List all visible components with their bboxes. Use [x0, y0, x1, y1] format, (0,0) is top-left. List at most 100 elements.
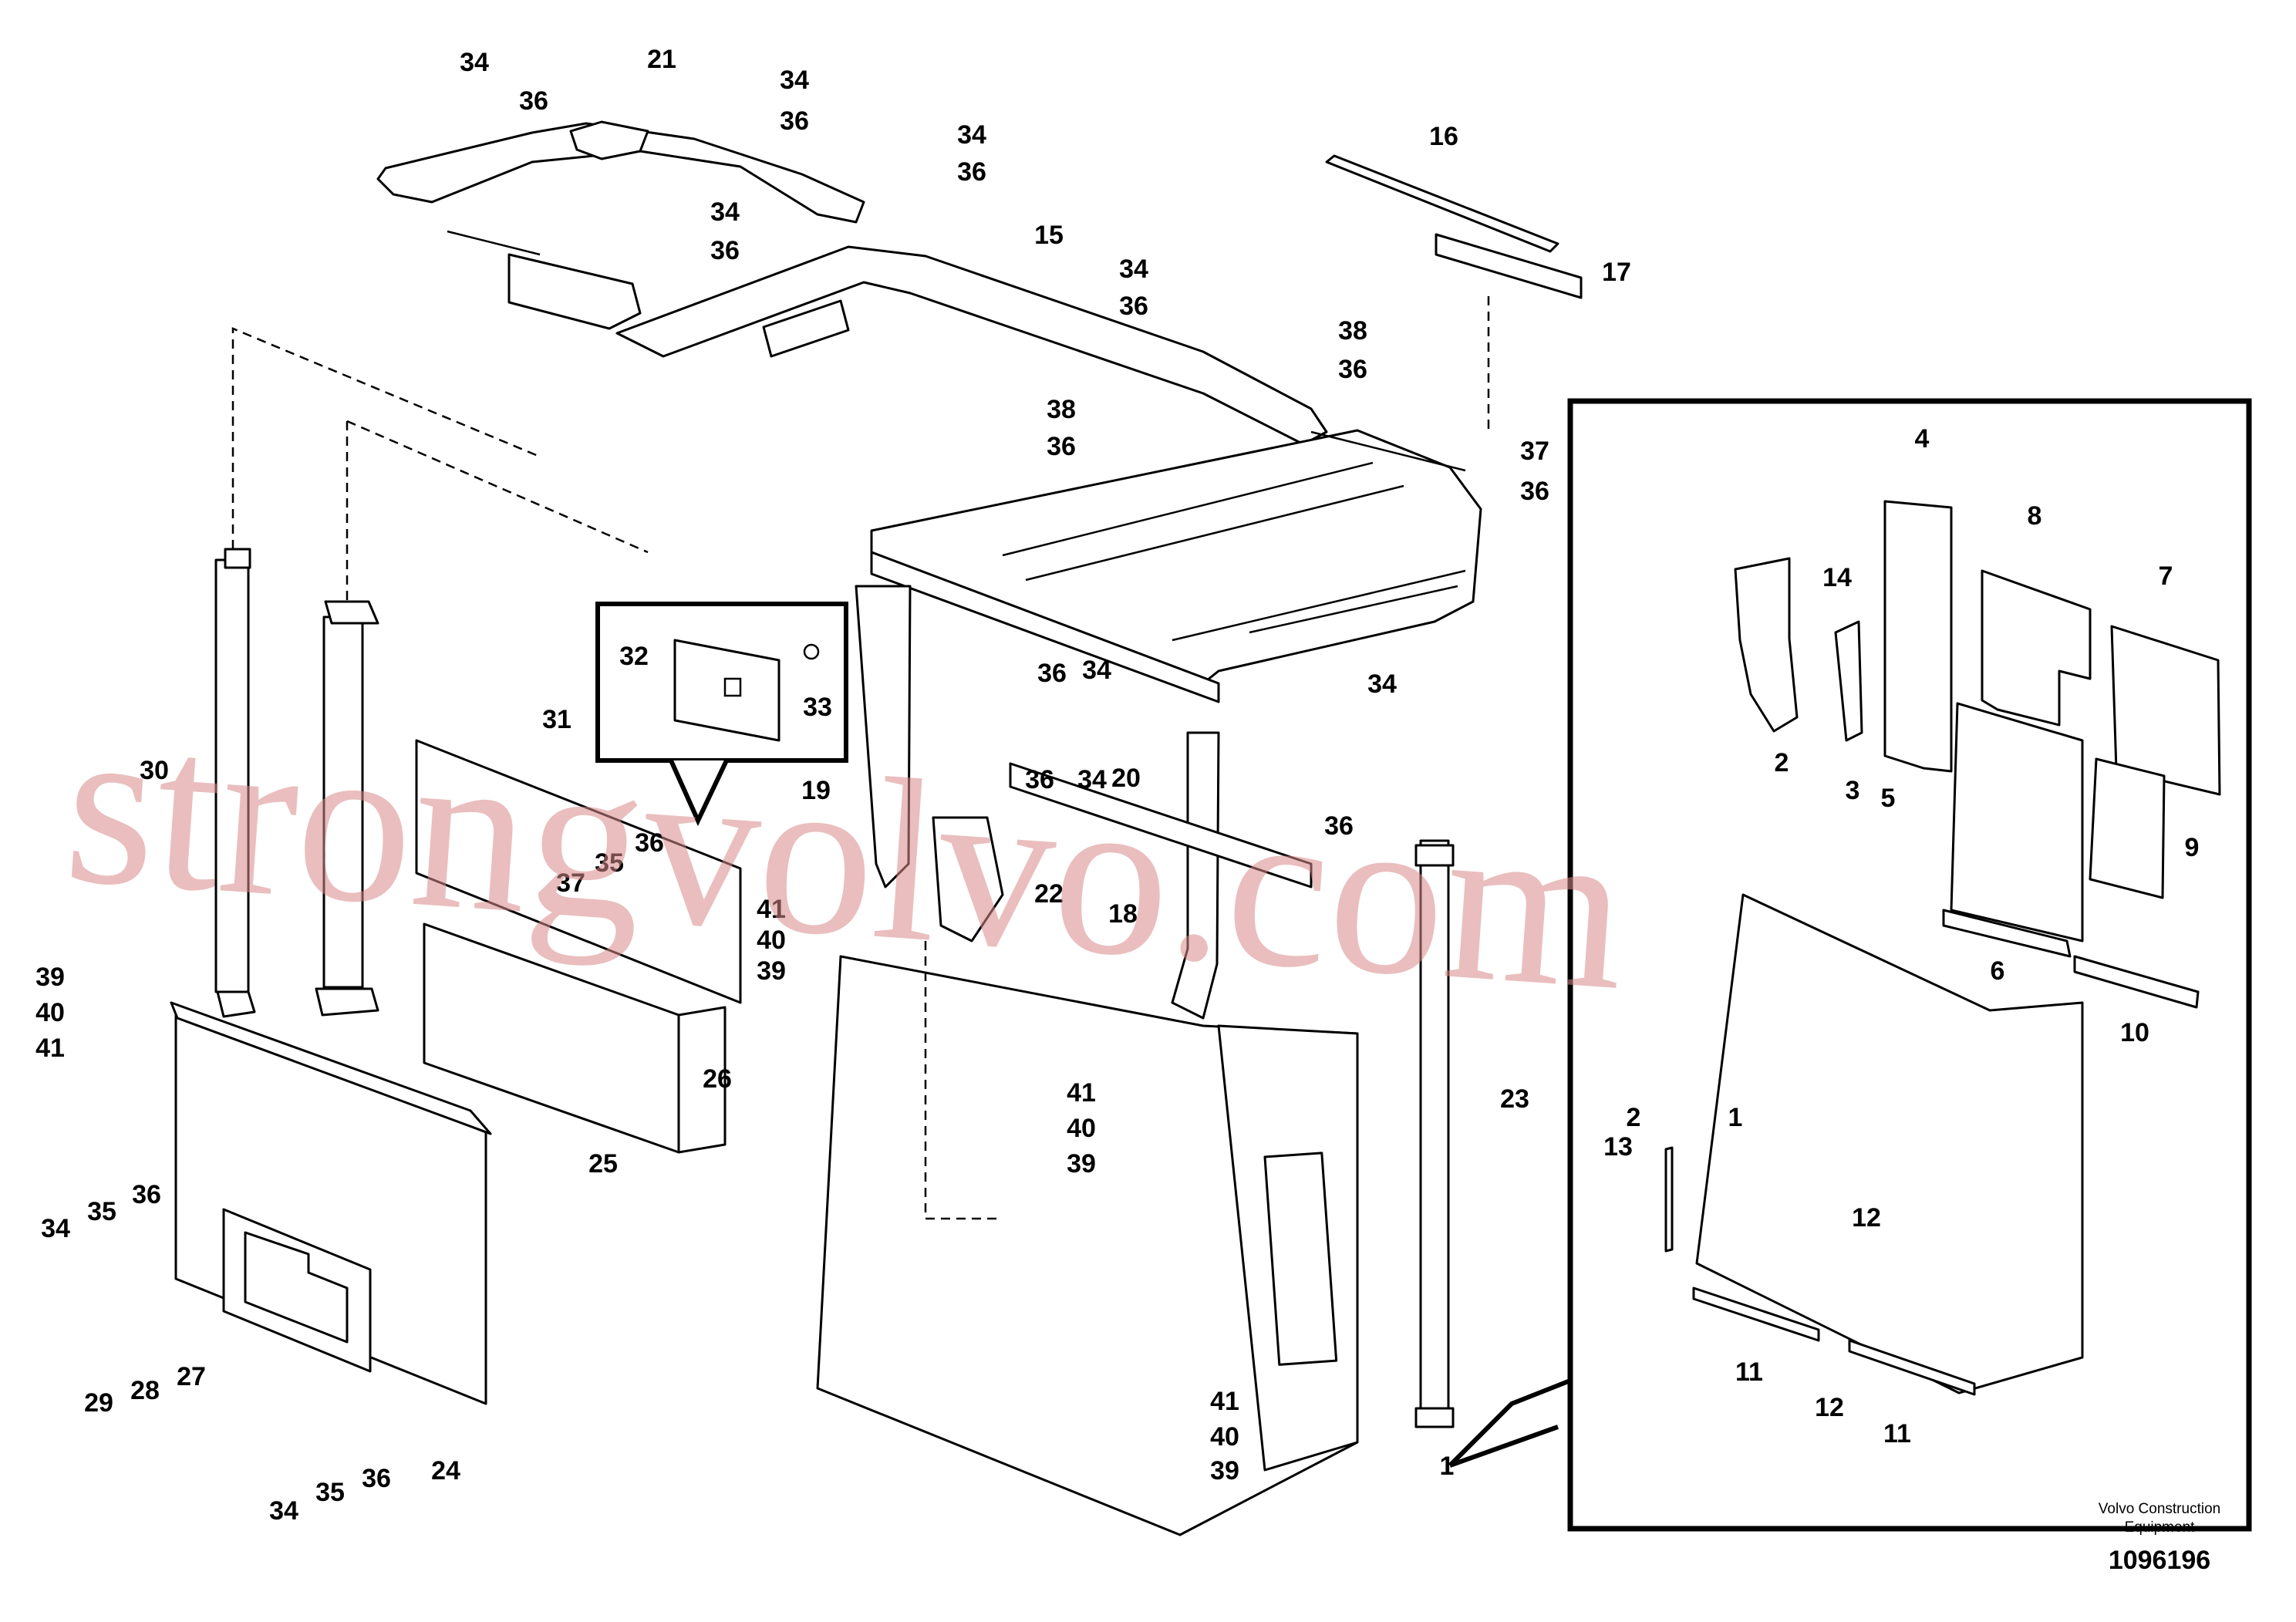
cab-body-part-1: [816, 955, 1359, 1536]
callout-27: 27: [177, 1362, 206, 1391]
callout-34: 34: [1082, 656, 1111, 685]
callout-34: 34: [269, 1496, 298, 1526]
callout-1: 1: [1728, 1103, 1743, 1132]
callout-4: 4: [1915, 424, 1930, 454]
callout-40: 40: [1067, 1114, 1096, 1143]
callout-16: 16: [1429, 122, 1458, 151]
callout-18: 18: [1108, 899, 1138, 929]
callout-41: 41: [757, 895, 786, 924]
callout-36: 36: [132, 1180, 161, 1209]
callout-26: 26: [703, 1064, 732, 1094]
callout-14: 14: [1822, 563, 1852, 592]
callout-12: 12: [1852, 1203, 1881, 1233]
callout-36: 36: [710, 236, 740, 265]
callout-36: 36: [362, 1464, 391, 1493]
callout-34: 34: [1119, 255, 1148, 284]
callout-2: 2: [1627, 1103, 1641, 1132]
callout-34: 34: [957, 120, 986, 150]
callout-34: 34: [710, 197, 740, 227]
callout-34: 34: [41, 1214, 70, 1243]
callout-21: 21: [647, 45, 676, 74]
callout-36: 36: [1047, 432, 1076, 461]
callout-34: 34: [460, 48, 489, 77]
callout-20: 20: [1111, 764, 1141, 793]
callout-36: 36: [1025, 765, 1054, 794]
callout-41: 41: [1067, 1078, 1096, 1108]
callout-22: 22: [1034, 879, 1064, 909]
callout-37: 37: [556, 868, 585, 898]
front-post-part: [315, 600, 379, 1017]
callout-34: 34: [780, 66, 809, 95]
callout-11: 11: [1735, 1357, 1763, 1387]
panel-part-24: [170, 1001, 492, 1405]
callout-38: 38: [1338, 316, 1367, 346]
strip-part-17: [1435, 233, 1583, 299]
callout-36: 36: [780, 106, 809, 136]
callout-38: 38: [1047, 395, 1076, 424]
callout-39: 39: [1210, 1456, 1239, 1485]
callout-36: 36: [957, 157, 986, 187]
callout-36: 36: [1119, 292, 1148, 321]
post-part-23: [1414, 839, 1455, 1428]
callout-36: 36: [1338, 355, 1367, 384]
callout-39: 39: [1067, 1149, 1096, 1179]
callout-39: 39: [35, 963, 65, 992]
callout-10: 10: [2120, 1018, 2149, 1047]
callout-17: 17: [1602, 258, 1631, 287]
callout-41: 41: [1210, 1387, 1239, 1416]
plate-part-31: [415, 739, 742, 1004]
callout-23: 23: [1500, 1084, 1529, 1114]
callout-13: 13: [1603, 1132, 1633, 1162]
callout-7: 7: [2159, 561, 2173, 591]
member-part-18: [1009, 762, 1313, 889]
strip-part-16: [1325, 154, 1559, 253]
callout-36: 36: [519, 86, 548, 116]
callout-1: 1: [1440, 1452, 1455, 1481]
main-frame-part-15: [615, 245, 1482, 703]
detail-box: [1448, 398, 2252, 1532]
watermark: strongvolvo.com: [58, 674, 1633, 1039]
callout-11: 11: [1883, 1419, 1911, 1448]
callout-34: 34: [1077, 765, 1107, 794]
brand-line-1: Volvo Construction: [2099, 1501, 2220, 1517]
post-part-19: [855, 585, 912, 889]
post-part-20: [1171, 731, 1220, 1020]
callout-15: 15: [1034, 221, 1064, 250]
brand-line-2: Equipment: [2125, 1519, 2196, 1536]
callout-39: 39: [757, 956, 786, 986]
dashed-guides: [231, 296, 1490, 1220]
callout-40: 40: [35, 998, 65, 1027]
callout-30: 30: [140, 756, 169, 785]
callout-5: 5: [1881, 784, 1896, 813]
callout-40: 40: [1210, 1422, 1239, 1452]
callout-36: 36: [635, 828, 664, 858]
callout-35: 35: [87, 1197, 116, 1226]
callout-32: 32: [619, 642, 649, 671]
callout-12: 12: [1815, 1393, 1844, 1422]
roof-bracket-part-21: [376, 120, 865, 330]
callout-24: 24: [431, 1456, 460, 1485]
callout-33: 33: [803, 693, 832, 722]
callout-9: 9: [2185, 833, 2200, 862]
callout-40: 40: [757, 926, 786, 955]
callout-37: 37: [1520, 437, 1549, 466]
inset-box: [595, 602, 848, 827]
callout-19: 19: [801, 776, 831, 805]
bracket-part-22: [932, 816, 1004, 943]
callout-3: 3: [1846, 776, 1860, 805]
callout-35: 35: [315, 1478, 345, 1507]
callout-36: 36: [1037, 659, 1067, 688]
plate-part-26: [677, 1006, 727, 1154]
drawing-number: 1096196: [2109, 1546, 2210, 1575]
callout-36: 36: [1324, 811, 1354, 841]
callout-8: 8: [2028, 501, 2042, 531]
callout-35: 35: [595, 848, 624, 878]
callout-41: 41: [35, 1034, 65, 1063]
callout-31: 31: [542, 705, 571, 734]
callout-28: 28: [130, 1376, 160, 1405]
callout-25: 25: [588, 1149, 618, 1179]
callout-29: 29: [84, 1388, 113, 1418]
callout-6: 6: [1991, 956, 2005, 986]
